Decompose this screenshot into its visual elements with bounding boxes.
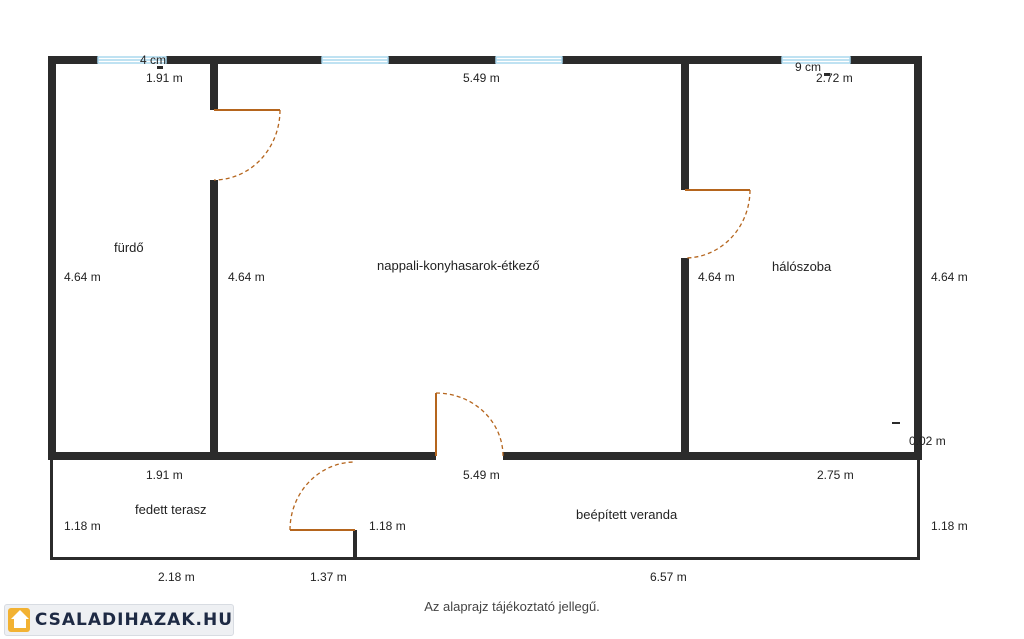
dim-top-left: 1.91 m [146, 71, 183, 85]
wall-top-left-segment [48, 56, 98, 64]
room-label-bathroom: fürdő [114, 240, 144, 255]
dim-small-gap: 0.02 m [909, 434, 946, 448]
dim-mid-center: 5.49 m [463, 468, 500, 482]
dim-window-right: 9 cm [795, 60, 822, 74]
dim-terrace-height-right: 1.18 m [931, 519, 968, 533]
windows [97, 56, 851, 64]
door-bathroom [213, 109, 281, 181]
dim-height-bedroom: 4.64 m [698, 270, 735, 284]
wall-bathroom-partition-top [210, 56, 218, 110]
dim-mid-left: 1.91 m [146, 468, 183, 482]
site-logo[interactable]: CSALADIHAZAK.HU [4, 604, 234, 636]
room-label-veranda: beépített veranda [576, 507, 678, 522]
wall-top-segment-2 [166, 56, 322, 64]
dim-terrace-height-mid: 1.18 m [369, 519, 406, 533]
wall-middle-horizontal-left [48, 452, 436, 460]
marker-gap [892, 422, 900, 424]
doors [213, 109, 751, 531]
wall-top-right-segment [850, 56, 922, 64]
dim-window-left: 4 cm [140, 53, 167, 67]
dim-bottom-mid: 1.37 m [310, 570, 347, 584]
wall-bedroom-partition-bottom [681, 258, 689, 460]
wall-right-main [914, 56, 922, 460]
door-living-to-veranda [435, 392, 504, 457]
marker-top-right [824, 73, 830, 76]
dim-bottom-left: 2.18 m [158, 570, 195, 584]
floor-plan [48, 56, 922, 560]
dim-height-right: 4.64 m [931, 270, 968, 284]
room-label-covered-terrace: fedett terasz [135, 502, 207, 517]
wall-terrace-left [50, 460, 53, 560]
dim-height-left: 4.64 m [64, 270, 101, 284]
wall-top-segment-4 [562, 56, 782, 64]
house-icon [8, 608, 30, 632]
wall-terrace-bottom [50, 557, 920, 560]
wall-terrace-partition [353, 530, 357, 560]
disclaimer-caption: Az alaprajz tájékoztató jellegű. [424, 599, 600, 614]
wall-bedroom-partition-top [681, 56, 689, 190]
wall-middle-horizontal-right [503, 452, 922, 460]
dim-terrace-height-left: 1.18 m [64, 519, 101, 533]
logo-text: CSALADIHAZAK.HU [34, 610, 233, 630]
dim-bottom-right: 6.57 m [650, 570, 687, 584]
door-terrace [289, 461, 356, 531]
dim-top-mid: 5.49 m [463, 71, 500, 85]
wall-bathroom-partition-bottom [210, 180, 218, 460]
room-label-bedroom: hálószoba [772, 259, 832, 274]
room-label-living: nappali-konyhasarok-étkező [377, 258, 540, 273]
wall-terrace-right [917, 460, 920, 560]
door-bedroom [684, 189, 751, 259]
wall-left-main [48, 56, 56, 460]
wall-top-segment-3 [388, 56, 496, 64]
dim-height-mid: 4.64 m [228, 270, 265, 284]
dim-mid-right: 2.75 m [817, 468, 854, 482]
walls [48, 56, 922, 560]
marker-top-left [157, 66, 163, 69]
dim-top-right: 2.72 m [816, 71, 853, 85]
